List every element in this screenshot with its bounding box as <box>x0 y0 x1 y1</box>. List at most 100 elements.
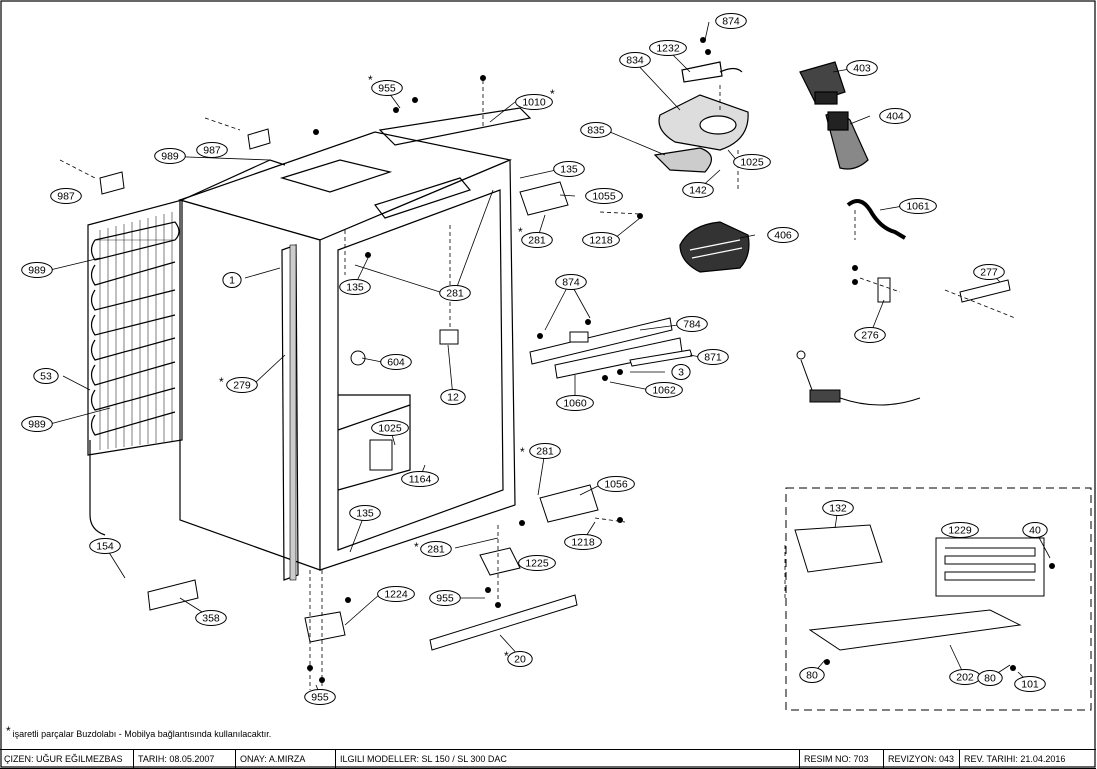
callout-955: 955 <box>304 689 336 705</box>
callout-number: 1056 <box>604 479 628 491</box>
callout-406: 406 <box>767 227 799 243</box>
callout-number: 20 <box>514 654 526 666</box>
callout-1224: 1224 <box>377 586 415 602</box>
callout-balloon <box>529 443 561 459</box>
callout-135: 135 <box>553 161 585 177</box>
feet-blocks <box>304 547 521 643</box>
callout-135: 135 <box>349 505 381 521</box>
sensor-wire <box>796 350 921 406</box>
callout-balloon <box>973 264 1005 280</box>
callout-balloon <box>196 142 228 158</box>
callout-balloon <box>304 689 336 705</box>
callout-number: 1224 <box>384 589 408 601</box>
small-inner-parts <box>350 329 459 471</box>
callout-balloon <box>977 670 1003 686</box>
callout-balloon <box>515 94 553 110</box>
callout-number: 1 <box>229 275 235 287</box>
callout-balloon <box>401 471 439 487</box>
callout-number: 358 <box>202 613 220 625</box>
callout-number: 281 <box>528 235 546 247</box>
callout-balloon <box>1014 676 1046 692</box>
callout-number: 281 <box>446 288 464 300</box>
callout-number: 987 <box>57 191 75 203</box>
callout-1062: 1062 <box>645 382 683 398</box>
callout-955: 955 <box>429 590 461 606</box>
callout-834: 834 <box>619 52 651 68</box>
callout-1: 1 <box>222 272 242 288</box>
callout-balloon <box>555 274 587 290</box>
callout-balloon <box>879 108 911 124</box>
callout-number: 276 <box>861 330 879 342</box>
callout-3: 3 <box>671 364 691 380</box>
callout-987: 987 <box>196 142 228 158</box>
callout-balloon <box>671 364 691 380</box>
callout-balloon <box>556 395 594 411</box>
brackets-987 <box>99 128 271 195</box>
callout-number: 142 <box>689 185 707 197</box>
assembly-guides <box>59 80 1016 690</box>
callout-balloon <box>33 368 59 384</box>
callout-number: 955 <box>378 83 396 95</box>
callout-number: 135 <box>560 164 578 176</box>
callout-balloon <box>349 505 381 521</box>
callout-balloon <box>518 555 556 571</box>
callout-balloon <box>899 198 937 214</box>
callout-154: 154 <box>89 538 121 554</box>
callout-955: 955 <box>371 80 403 96</box>
callout-balloon <box>697 349 729 365</box>
callout-number: 1062 <box>652 385 676 397</box>
callout-balloon <box>564 534 602 550</box>
callout-balloon <box>553 161 585 177</box>
svg-text:*: * <box>414 540 419 554</box>
svg-text:*: * <box>368 73 373 87</box>
callout-balloon <box>440 389 466 405</box>
callout-281: 281 <box>521 232 553 248</box>
title-block: ÇIZEN: UĞUR EĞILMEZBAS TARIH: 08.05.2007… <box>0 749 1096 769</box>
callout-number: 277 <box>980 267 998 279</box>
callout-1025: 1025 <box>733 154 771 170</box>
callout-number: 403 <box>853 63 871 75</box>
callout-202: 202 <box>949 669 981 685</box>
callout-balloon <box>619 52 651 68</box>
callout-1055: 1055 <box>585 188 623 204</box>
callout-279: 279 <box>226 377 258 393</box>
callout-80: 80 <box>977 670 1003 686</box>
callout-989: 989 <box>154 148 186 164</box>
callout-835: 835 <box>580 122 612 138</box>
callout-1025: 1025 <box>371 420 409 436</box>
accessory-parts <box>794 524 1045 651</box>
callout-281: 281 <box>420 541 452 557</box>
callout-number: 989 <box>161 151 179 163</box>
callout-number: 604 <box>387 357 405 369</box>
drawn-by: ÇIZEN: UĞUR EĞILMEZBAS <box>0 750 134 768</box>
callout-404: 404 <box>879 108 911 124</box>
callout-1232: 1232 <box>649 40 687 56</box>
callout-balloon <box>50 188 82 204</box>
callout-number: 404 <box>886 111 904 123</box>
callout-number: 281 <box>536 446 554 458</box>
callout-number: 135 <box>356 508 374 520</box>
callout-balloon <box>580 122 612 138</box>
callout-142: 142 <box>682 182 714 198</box>
callout-number: 135 <box>346 282 364 294</box>
callout-balloon <box>822 500 854 516</box>
callout-number: 1232 <box>656 43 680 55</box>
callout-1225: 1225 <box>518 555 556 571</box>
callout-1218: 1218 <box>582 232 620 248</box>
callout-number: 989 <box>28 265 46 277</box>
callout-number: 955 <box>436 593 454 605</box>
callout-number: 835 <box>587 125 605 137</box>
callout-784: 784 <box>676 316 708 332</box>
callout-balloon <box>420 541 452 557</box>
callout-40: 40 <box>1022 522 1048 538</box>
callout-number: 871 <box>704 352 722 364</box>
callout-number: 53 <box>40 371 52 383</box>
screws <box>307 37 1055 683</box>
callout-balloon <box>507 651 533 667</box>
cable-1061 <box>846 199 907 240</box>
callout-874: 874 <box>715 13 747 29</box>
svg-text:*: * <box>550 87 555 101</box>
callout-balloon <box>941 522 979 538</box>
callout-53: 53 <box>33 368 59 384</box>
callout-balloon <box>649 40 687 56</box>
